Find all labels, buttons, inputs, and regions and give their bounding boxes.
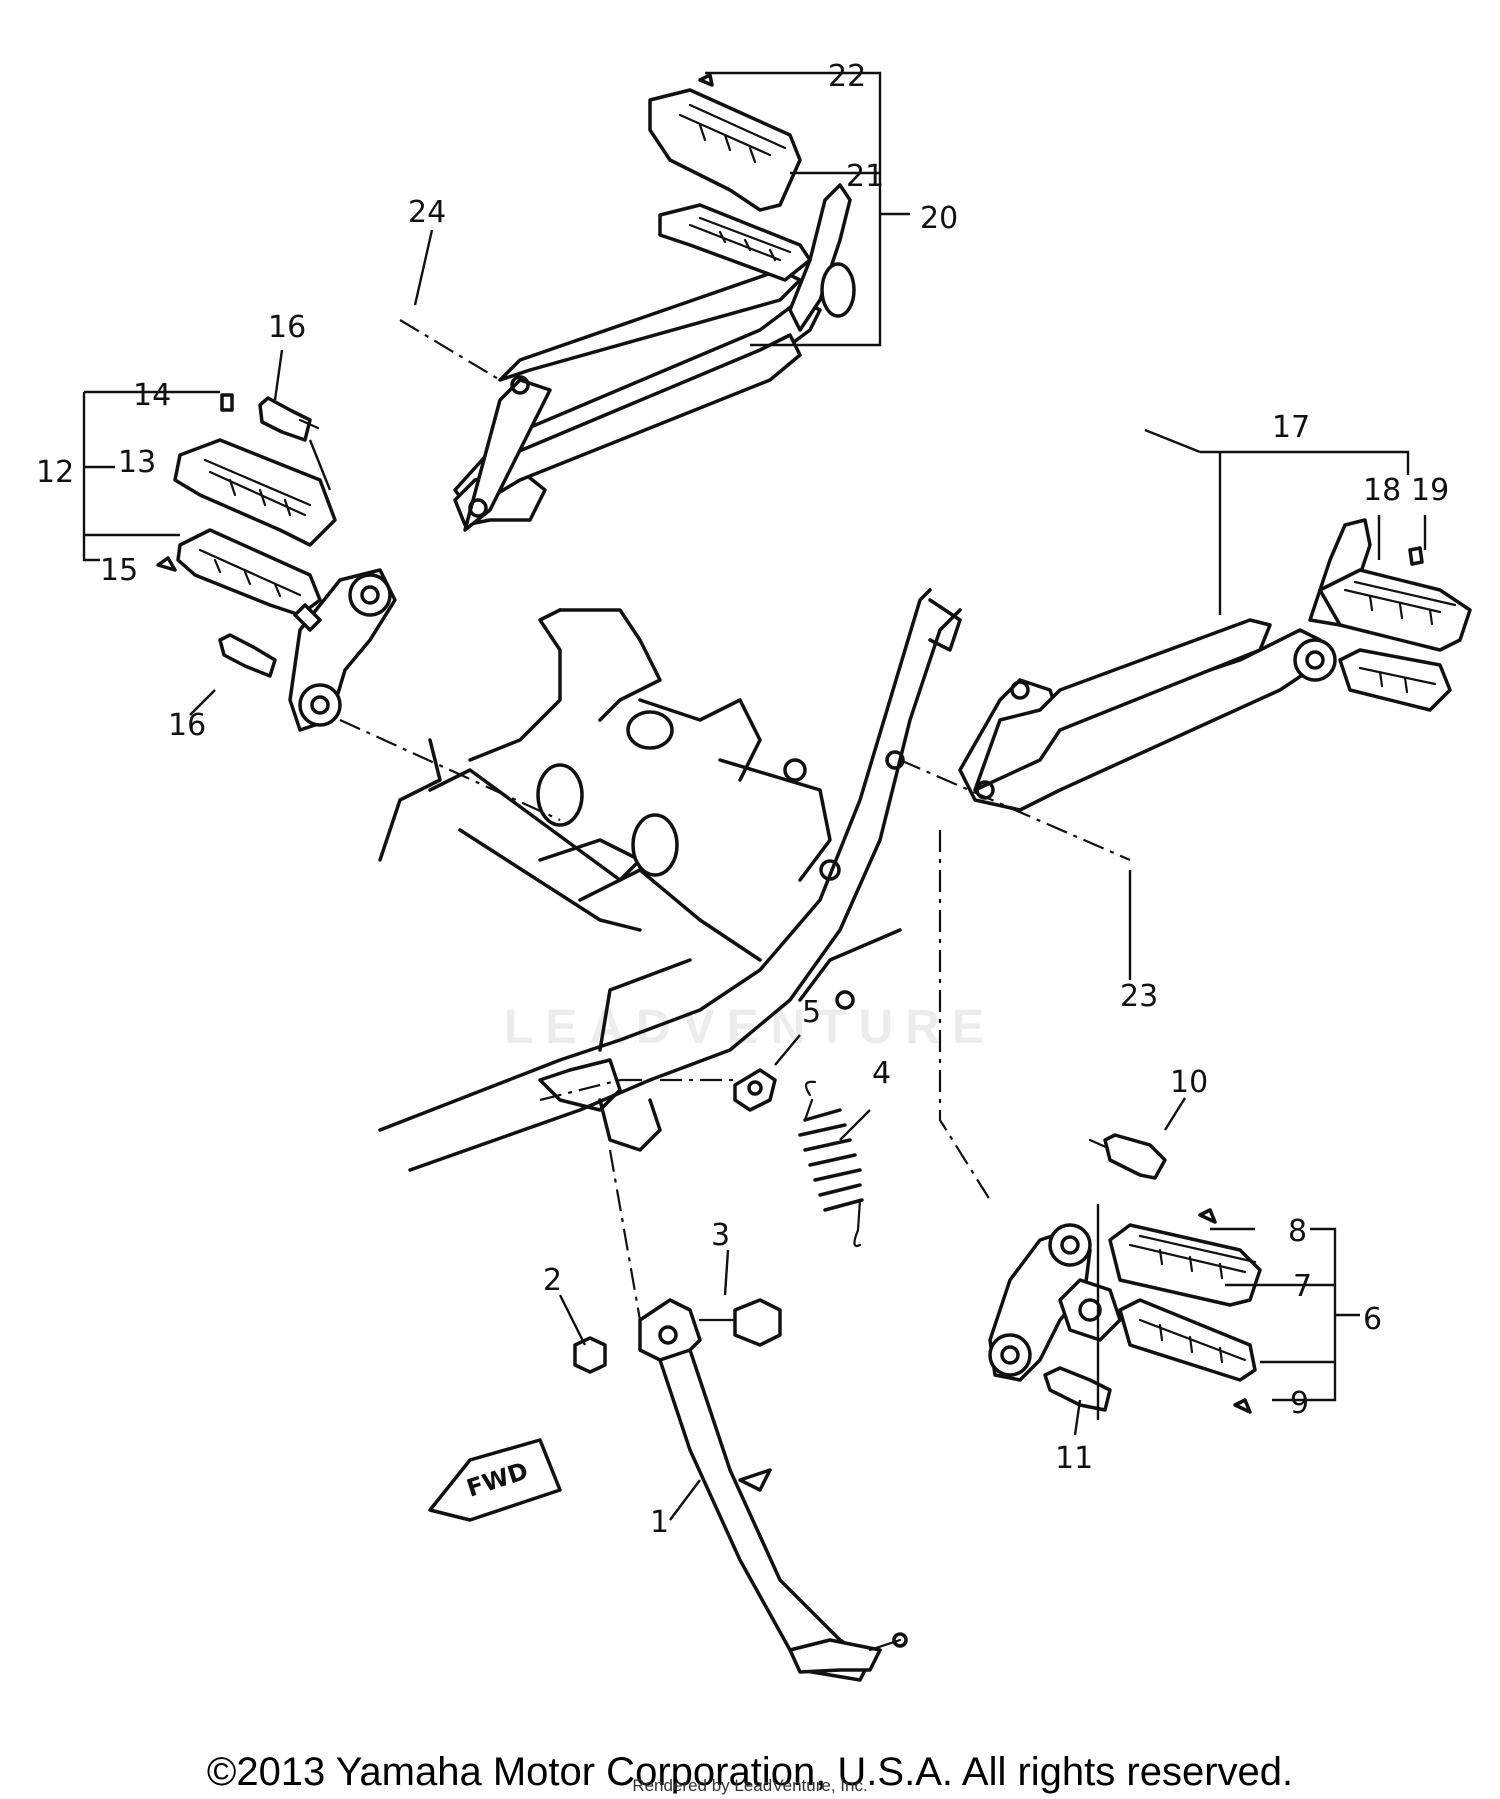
callout-7: 7 xyxy=(1293,1269,1312,1304)
callout-9: 9 xyxy=(1290,1386,1309,1421)
callout-22: 22 xyxy=(828,59,866,94)
callout-3: 3 xyxy=(711,1218,730,1253)
callout-15: 15 xyxy=(100,553,138,588)
callout-5: 5 xyxy=(802,995,821,1030)
callout-12: 12 xyxy=(36,455,74,490)
callout-24: 24 xyxy=(408,195,446,230)
frame xyxy=(378,588,962,1172)
callout-13: 13 xyxy=(118,445,156,480)
callout-16-upper: 16 xyxy=(268,310,306,345)
callout-18: 18 xyxy=(1363,473,1401,508)
callout-19: 19 xyxy=(1411,473,1449,508)
leader-lines xyxy=(82,71,1427,1521)
rear-footrest-bracket xyxy=(453,73,856,532)
callout-11: 11 xyxy=(1055,1441,1093,1476)
callout-8: 8 xyxy=(1288,1214,1307,1249)
callout-14: 14 xyxy=(133,378,171,413)
fwd-arrow: FWD xyxy=(428,1438,562,1522)
watermark: LEADVENTURE xyxy=(503,1001,997,1054)
callout-23: 23 xyxy=(1120,979,1158,1014)
callout-6: 6 xyxy=(1363,1302,1382,1337)
right-front-footrest xyxy=(988,1133,1262,1414)
right-rear-footrest xyxy=(958,518,1472,812)
callout-2: 2 xyxy=(543,1263,562,1298)
callout-20: 20 xyxy=(920,201,958,236)
side-stand xyxy=(573,1068,908,1682)
callout-17: 17 xyxy=(1272,410,1310,445)
callout-4: 4 xyxy=(872,1056,891,1091)
callout-1: 1 xyxy=(650,1505,669,1540)
callout-10: 10 xyxy=(1170,1065,1208,1100)
callout-numbers: 1 2 3 4 5 6 7 8 9 10 11 12 13 14 15 16 1… xyxy=(36,59,1449,1540)
copyright-notice: ©2013 Yamaha Motor Corporation, U.S.A. A… xyxy=(206,1750,1294,1794)
assembly-lines xyxy=(339,319,1131,1321)
rendered-by-credit: Rendered by LeadVenture, Inc. xyxy=(632,1776,868,1795)
callout-16-lower: 16 xyxy=(168,708,206,743)
callout-21: 21 xyxy=(846,159,884,194)
left-front-footrest xyxy=(156,393,397,732)
